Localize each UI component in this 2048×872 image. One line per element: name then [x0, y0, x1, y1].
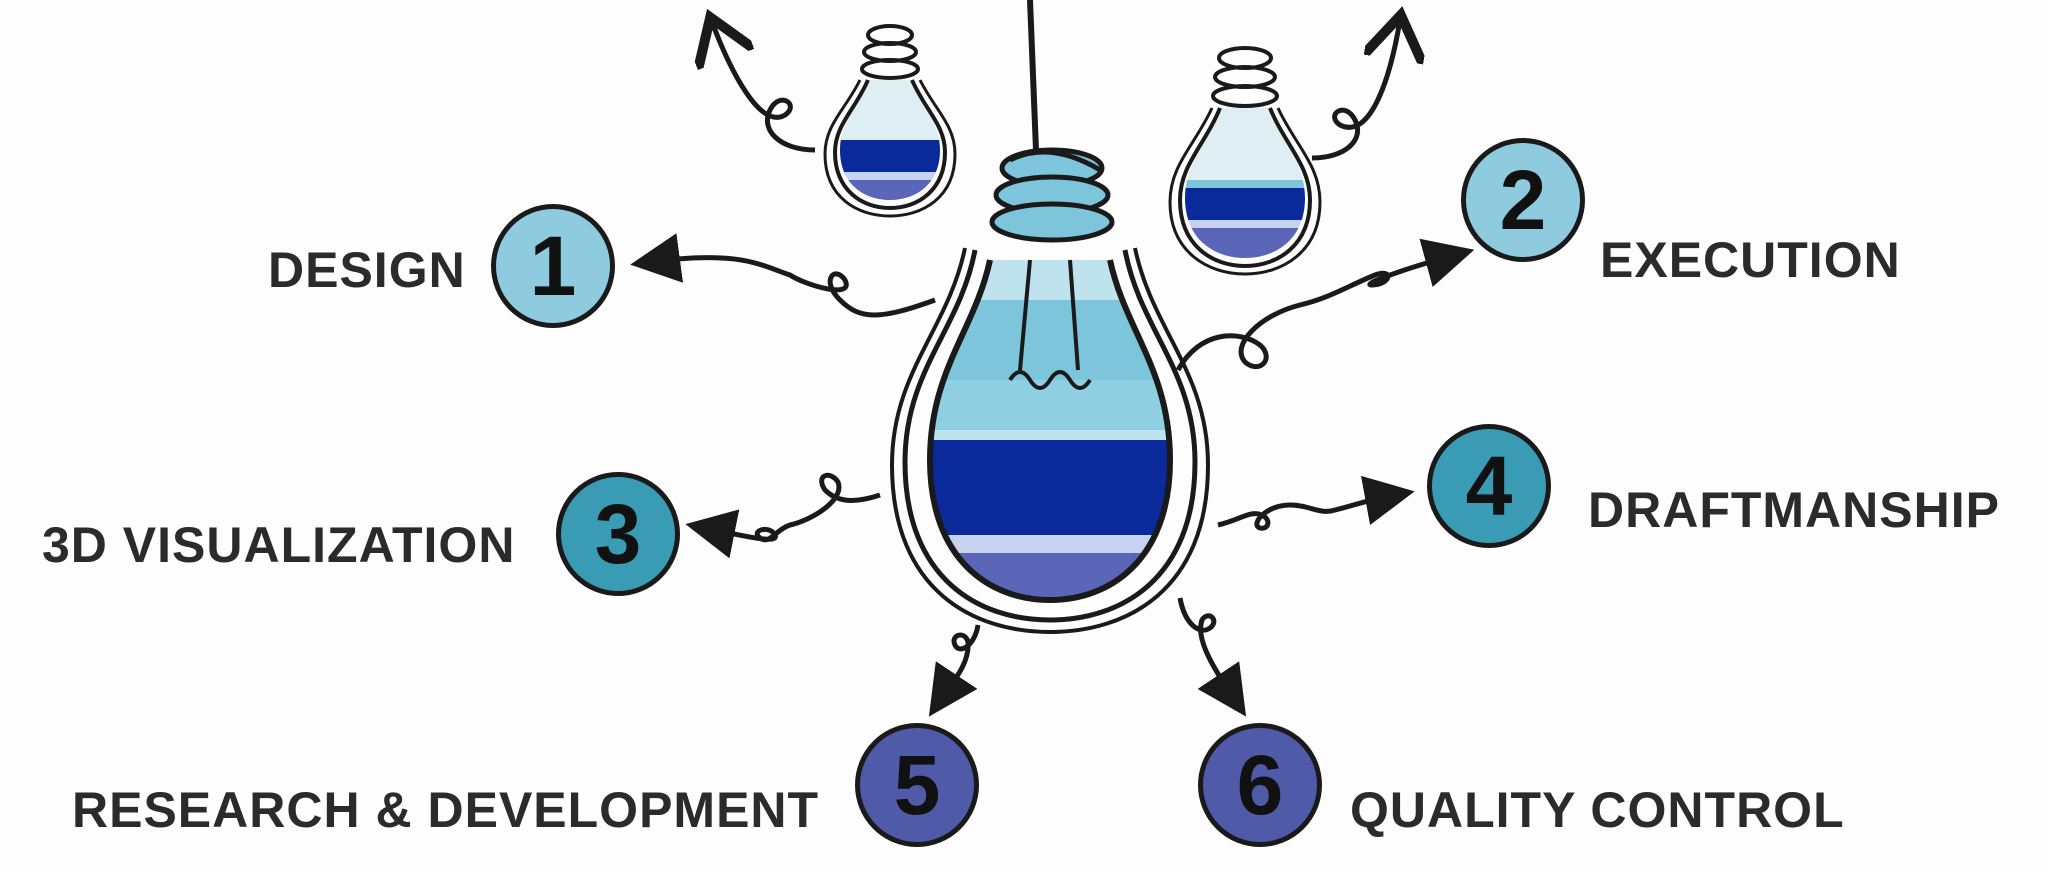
step-label-execution: EXECUTION — [1600, 232, 1901, 288]
curly-arrow-icon — [712, 22, 816, 153]
small-light-bulb-icon — [1168, 46, 1322, 276]
curly-arrow-icon — [685, 472, 881, 559]
step-number-badge-5: 5 — [855, 723, 979, 847]
step-label-quality-control: QUALITY CONTROL — [1350, 782, 1845, 838]
hanging-wire — [1027, 0, 1039, 151]
central-light-bulb-icon — [889, 147, 1211, 635]
step-number-badge-3: 3 — [556, 472, 680, 596]
step-number-badge-1: 1 — [491, 204, 615, 328]
step-label-research-development: RESEARCH & DEVELOPMENT — [72, 782, 820, 838]
step-number-badge-4: 4 — [1427, 424, 1551, 548]
curly-arrow-icon — [1175, 238, 1475, 372]
curly-arrow-icon — [928, 624, 981, 717]
step-label-draftmanship: DRAFTMANSHIP — [1588, 482, 2000, 538]
step-number-badge-6: 6 — [1198, 723, 1322, 847]
small-light-bulb-icon — [823, 24, 957, 218]
curly-arrow-icon — [1217, 475, 1415, 531]
step-number-badge-2: 2 — [1461, 138, 1585, 262]
step-label-design: DESIGN — [268, 242, 466, 298]
curly-arrow-icon — [1177, 597, 1247, 717]
curly-arrow-icon — [630, 233, 936, 318]
curly-arrow-icon — [1311, 20, 1400, 161]
step-label-3d-visualization: 3D VISUALIZATION — [42, 517, 516, 573]
